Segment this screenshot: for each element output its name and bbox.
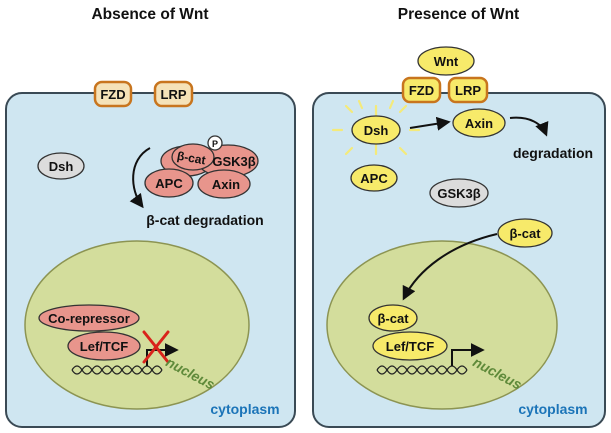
left-transcription-arrow xyxy=(146,343,179,366)
nuclear-bcat-protein: β-cat xyxy=(368,304,418,332)
right-apc-label: APC xyxy=(360,171,388,186)
right-axin-label: Axin xyxy=(465,116,493,131)
left-leftcf-protein: Lef/TCF xyxy=(67,331,141,361)
left-lrp-receptor: LRP xyxy=(153,80,194,108)
right-fzd-receptor: FZD xyxy=(401,76,442,104)
left-lrp-label: LRP xyxy=(161,87,187,102)
right-panel-title: Presence of Wnt xyxy=(397,6,520,23)
right-bcat-label: β-cat xyxy=(509,226,541,241)
right-lrp-receptor: LRP xyxy=(447,76,489,104)
right-degradation-label: degradation xyxy=(513,145,593,161)
right-degradation-arrow xyxy=(509,116,549,137)
right-bcat-protein: β-cat xyxy=(497,218,553,248)
right-dsh-label: Dsh xyxy=(364,123,389,138)
left-dsh-label: Dsh xyxy=(49,159,74,174)
corepressor-protein: Co-repressor xyxy=(38,304,140,332)
wnt-ligand: Wnt xyxy=(417,46,475,76)
right-leftcf-label: Lef/TCF xyxy=(386,339,434,354)
complex-axin-label: Axin xyxy=(212,177,240,192)
complex-bcat-label: β-cat xyxy=(176,149,207,168)
right-transcription-arrow xyxy=(451,343,485,366)
left-fzd-receptor: FZD xyxy=(93,80,133,108)
left-dsh-protein: Dsh xyxy=(37,152,85,180)
phospho-circle xyxy=(207,135,223,151)
repression-cross-icon xyxy=(142,330,170,364)
right-axin-protein: Axin xyxy=(452,108,506,138)
complex-apc-label: APC xyxy=(155,176,183,191)
right-leftcf-protein: Lef/TCF xyxy=(372,331,448,361)
complex-gsk3b-label: GSK3β xyxy=(212,154,255,169)
wnt-label: Wnt xyxy=(434,54,459,69)
destruction-complex: P β-cat GSK3β APC Axin xyxy=(144,135,259,199)
left-degradation-arrow xyxy=(129,147,151,209)
bcat-translocation-arrow xyxy=(402,233,498,301)
left-degradation-label: β-cat degradation xyxy=(146,212,263,228)
complex-axin-protein xyxy=(197,169,251,199)
phospho-label: P xyxy=(212,139,218,149)
right-apc-protein: APC xyxy=(350,164,398,192)
right-cytoplasm-label: cytoplasm xyxy=(518,401,587,417)
left-cytoplasm-label: cytoplasm xyxy=(210,401,279,417)
complex-bcat-protein xyxy=(171,143,215,171)
right-lrp-label: LRP xyxy=(455,83,481,98)
left-nucleus xyxy=(24,240,250,410)
right-dsh-protein: Dsh xyxy=(351,115,401,145)
complex-apc-protein-lower xyxy=(144,168,194,198)
right-gsk3b-label: GSK3β xyxy=(437,186,480,201)
left-fzd-label: FZD xyxy=(100,87,125,102)
right-gsk3b-protein: GSK3β xyxy=(429,178,489,208)
right-fzd-label: FZD xyxy=(409,83,434,98)
right-nucleus xyxy=(326,240,558,410)
left-leftcf-label: Lef/TCF xyxy=(80,339,128,354)
dsh-activation-glow xyxy=(331,99,421,156)
nuclear-bcat-label: β-cat xyxy=(377,311,409,326)
corepressor-label: Co-repressor xyxy=(48,311,130,326)
dsh-to-axin-arrow xyxy=(409,116,451,131)
left-panel-title: Absence of Wnt xyxy=(91,6,209,23)
